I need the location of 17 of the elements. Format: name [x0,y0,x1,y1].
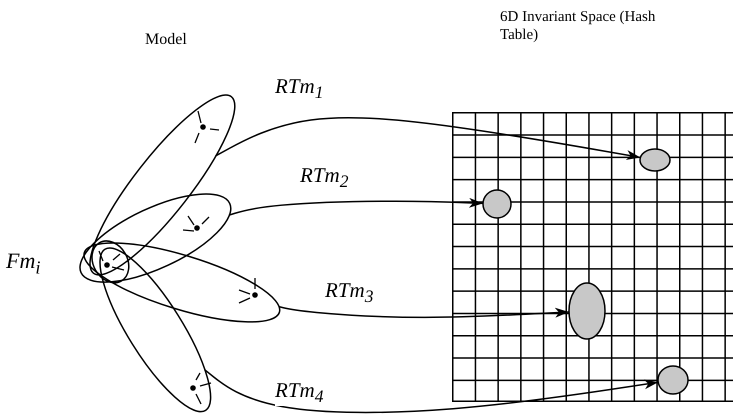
cluster-blob [640,149,670,171]
arrow [215,117,641,160]
model-heading: Model [145,31,187,49]
model-ellipse [100,248,210,412]
arrow [204,369,658,414]
arrow [228,198,484,216]
grid-title: 6D Invariant Space (Hash Table) [500,8,656,44]
feature-label: Fm$_{i}$ [6,248,40,278]
model-ellipse [84,242,280,322]
model-ellipse [90,95,234,275]
cluster-blob [569,283,605,339]
edge-label: RTm$_{4}$ [275,380,324,406]
arrow [279,306,570,318]
model-ellipse [92,241,128,283]
cluster-blob [658,366,688,394]
cluster-blob [483,190,511,218]
model-ellipse [80,194,230,282]
